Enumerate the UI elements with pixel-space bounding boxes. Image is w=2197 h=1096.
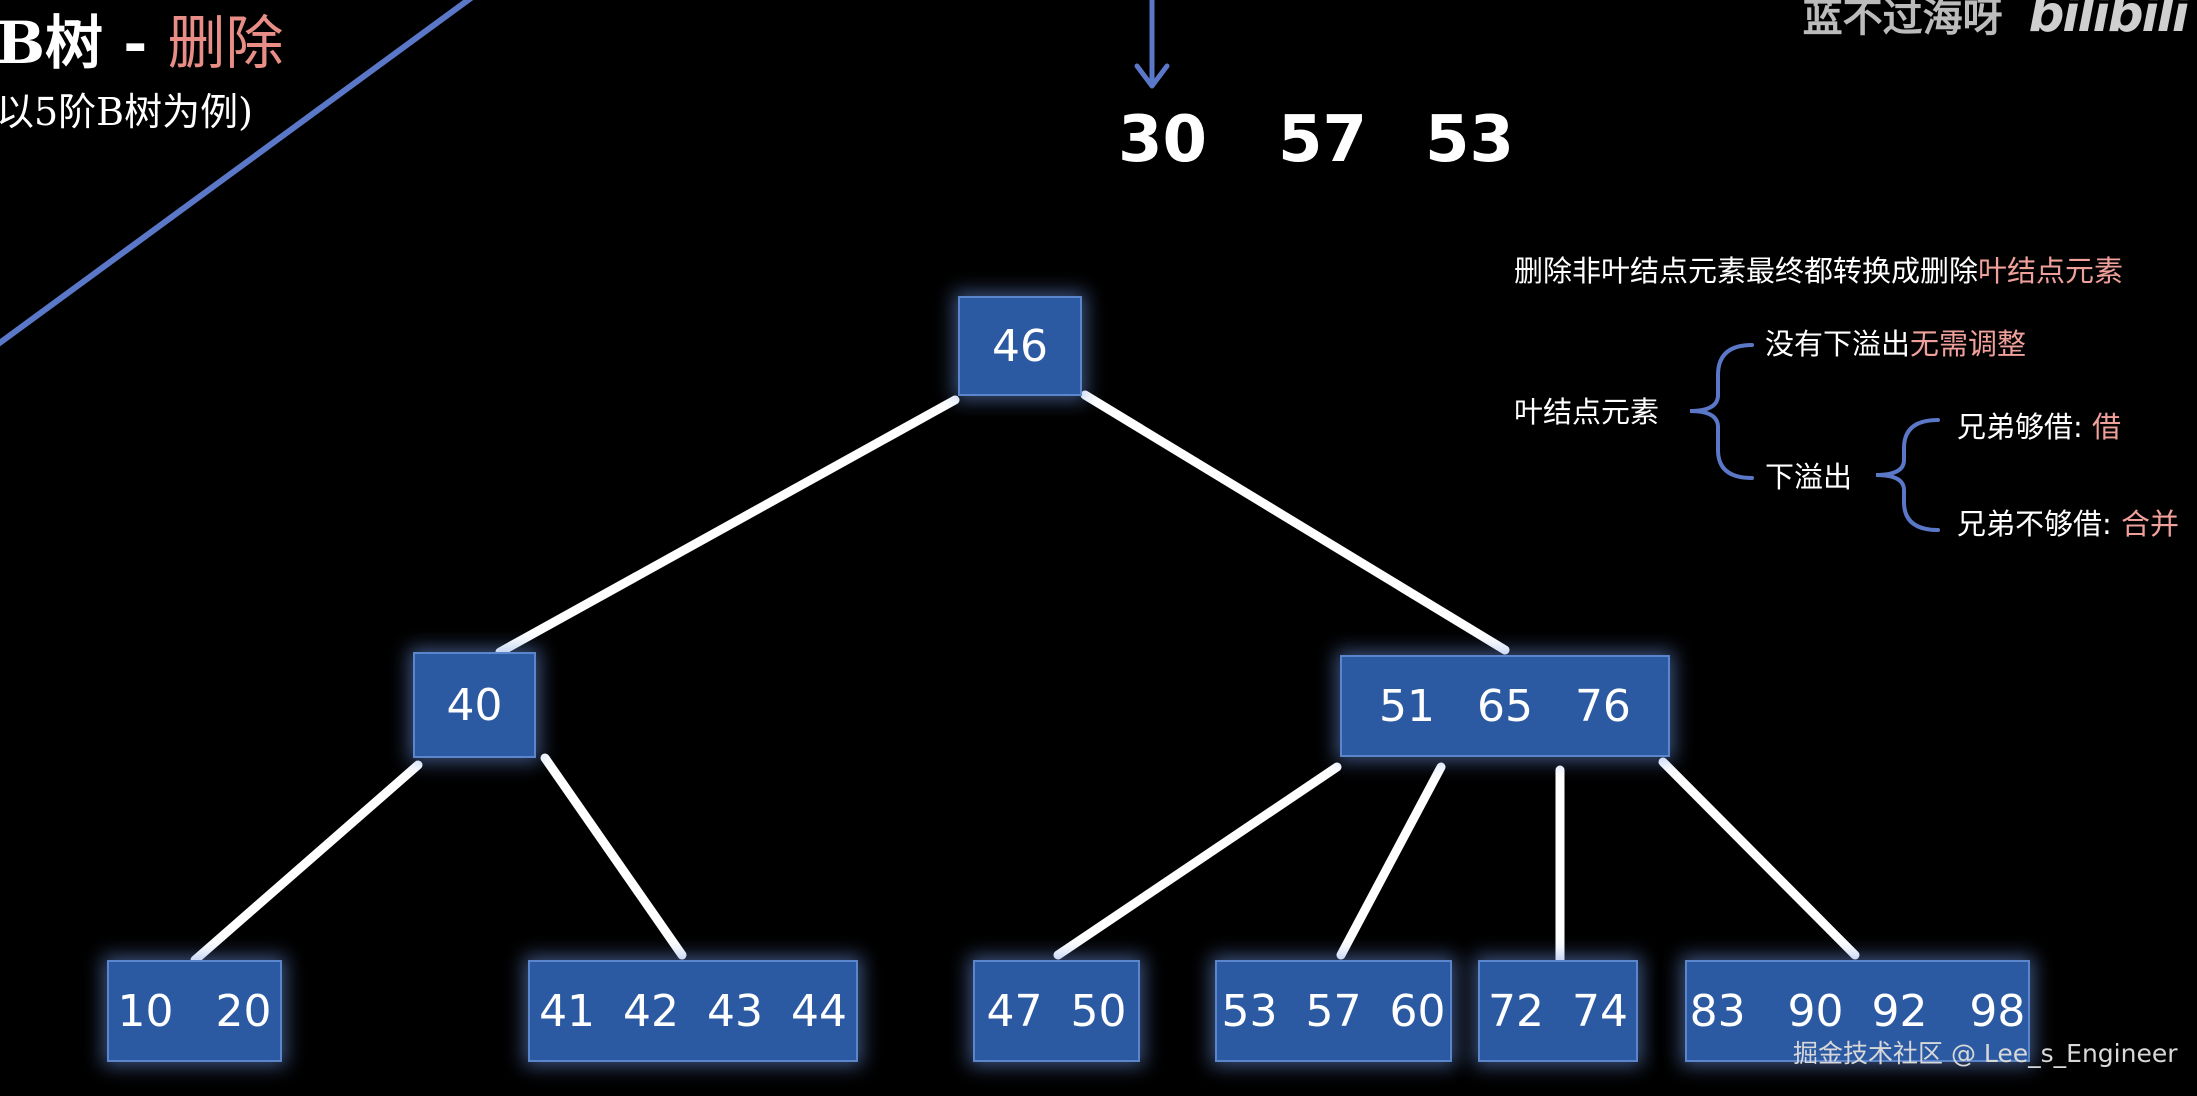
insert-arrow-head [1134,63,1170,89]
note-no-underflow-text: 没有下溢出 [1765,327,1911,361]
tree-leaf-41-44: 41 42 43 44 [528,960,858,1062]
note-sibling-enough-text: 兄弟够借: [1957,410,2092,444]
note-sibling-not-enough-highlight: 合并 [2121,507,2180,541]
title-prefix: B树 - [0,9,168,77]
edge-76-to-leaf-83-98 [1658,757,1860,960]
note-no-underflow-highlight: 无需调整 [1910,327,2027,361]
note-leaf-label: 叶结点元素 [1514,395,1660,429]
credit-watermark: 掘金技术社区 @ Lee_s_Engineer [1793,1039,2178,1068]
note-sibling-not-enough-text: 兄弟不够借: [1957,507,2121,541]
tree-leaf-72-74: 72 74 [1478,960,1638,1062]
brace-leaf-cases [1689,343,1754,480]
bilibili-logo-icon: bilibili [2028,0,2189,43]
note-headline-text: 删除非叶结点元素最终都转换成删除 [1514,254,1979,288]
watermark-channel: 蓝不过海呀 [1802,0,2003,41]
page-title: B树 - 删除 [0,8,284,78]
edge-root-to-node-51-65-76 [1080,390,1510,655]
note-sibling-enough: 兄弟够借: 借 [1957,408,2121,446]
sequence-item-1: 30 [1118,103,1208,177]
tree-node-40: 40 [413,652,536,758]
tree-node-51-65-76: 51 65 76 [1340,655,1670,757]
sequence-item-2: 57 [1278,103,1368,177]
tree-leaf-47-50: 47 50 [973,960,1140,1062]
sequence-item-3: 53 [1425,103,1515,177]
brace-underflow-cases [1875,418,1940,532]
edge-40-to-leaf-10-20 [190,760,423,965]
note-sibling-not-enough: 兄弟不够借: 合并 [1957,505,2179,543]
tree-leaf-83-98: 83 90 92 98 [1685,960,2030,1062]
title-highlight: 删除 [167,9,284,77]
tree-leaf-10-20: 10 20 [107,960,282,1062]
note-headline: 删除非叶结点元素最终都转换成删除叶结点元素 [1514,252,2123,290]
edge-51-to-leaf-47-50 [1053,762,1342,960]
edge-root-to-node-40 [495,395,960,657]
edge-40-to-leaf-41-44 [540,753,687,960]
note-underflow-label: 下溢出 [1765,460,1853,494]
note-headline-highlight: 叶结点元素 [1978,254,2124,288]
note-no-underflow: 没有下溢出无需调整 [1765,325,2026,363]
page-subtitle: 以5阶B树为例) [0,90,253,134]
decorative-diagonal-line [0,0,474,347]
tree-node-root: 46 [958,296,1082,396]
watermark: 蓝不过海呀 bilibili [1802,0,2189,44]
tree-leaf-53-57-60: 53 57 60 [1215,960,1452,1062]
note-sibling-enough-highlight: 借 [2092,410,2122,444]
edge-51-to-leaf-53-60 [1336,762,1446,960]
